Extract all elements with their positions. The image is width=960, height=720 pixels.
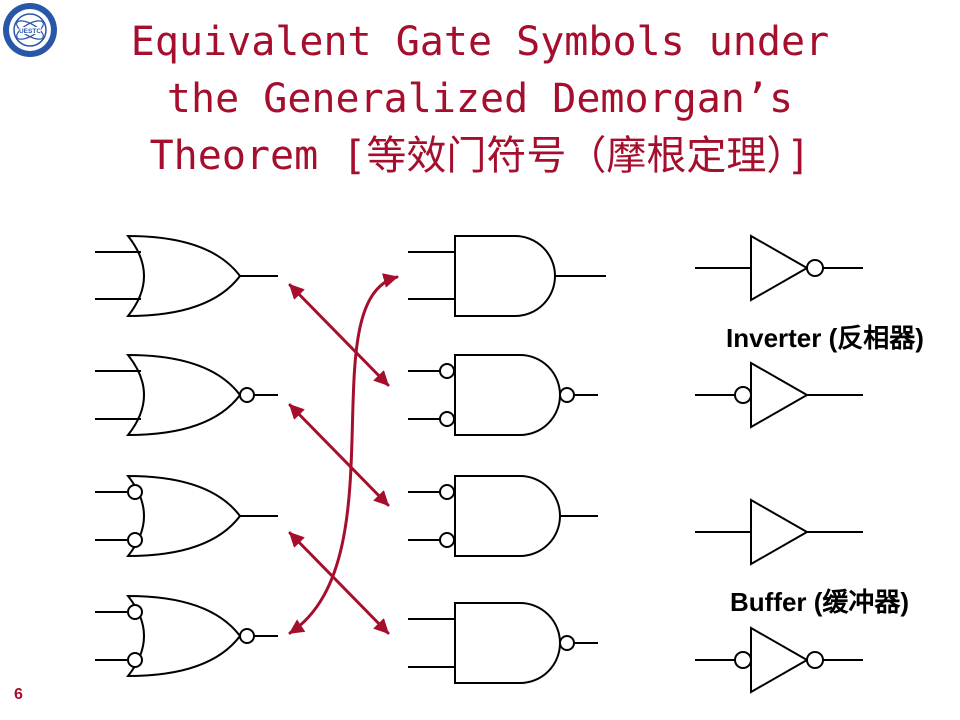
arrow-or-inverted-to-nand [288,531,390,635]
buffer-inverted-both [695,626,863,694]
title-line-3: Theorem [等效门符号（摩根定理）] [149,133,811,179]
page-number: 6 [14,686,23,703]
arrow-nor-inverted-to-and [288,273,399,635]
title-line-2: the Generalized Demorgan’s [166,76,794,122]
university-seal-icon: UESTC [3,3,57,57]
nand-gate-inverted-inputs [408,354,598,436]
inverter-label: Inverter (反相器) [726,323,924,353]
nor-gate-inverted-inputs [95,594,278,678]
title-line-1: Equivalent Gate Symbols under [130,19,830,65]
and-gate [408,235,606,317]
inverter-input-bubble [695,361,863,429]
svg-text:UESTC: UESTC [19,28,41,35]
or-gate [95,234,278,318]
or-gate-inverted-inputs [95,474,278,558]
inverter-output-bubble [695,234,863,302]
arrow-nor-to-and-inverted [288,403,390,507]
and-gate-inverted-inputs [408,475,598,557]
buffer-label: Buffer (缓冲器) [730,587,910,617]
buffer-gate [695,498,863,566]
slide-title: Equivalent Gate Symbols under the Genera… [60,14,900,185]
nand-gate [408,602,598,684]
arrow-or-to-nand-inverted [288,283,390,387]
nor-gate [95,353,278,437]
